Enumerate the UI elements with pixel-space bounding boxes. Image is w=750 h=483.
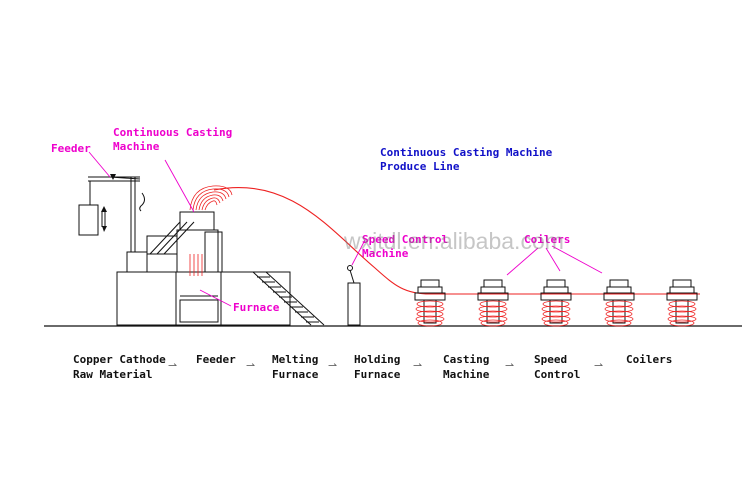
process-step-line1: Coilers xyxy=(626,353,673,366)
process-step: Feeder xyxy=(196,352,236,367)
flow-arrow-icon: ⇀ xyxy=(246,359,256,372)
melting-furnace xyxy=(116,211,291,326)
process-step-line2: Furnace xyxy=(354,368,401,381)
feeder-label: Feeder xyxy=(51,142,91,155)
watermark: wxjtdl.en.alibaba.com xyxy=(344,228,564,254)
stairs xyxy=(252,271,325,326)
feeder-crane xyxy=(78,176,148,273)
flow-arrow-icon: ⇀ xyxy=(328,359,338,372)
process-step: Speed Control xyxy=(534,352,580,382)
casting-machine-label-line1: Continuous Casting xyxy=(113,126,233,139)
process-step-line1: Speed xyxy=(534,353,568,366)
flow-arrow-icon: ⇀ xyxy=(413,359,423,372)
process-step-line1: Holding xyxy=(354,353,401,366)
coiler-4 xyxy=(603,279,635,327)
line-title-1: Continuous Casting Machine xyxy=(380,146,553,159)
coilers-label: Coilers xyxy=(524,233,571,246)
process-step: Holding Furnace xyxy=(354,352,400,382)
process-step-line2: Control xyxy=(534,368,581,381)
flow-arrow-icon: ⇀ xyxy=(505,359,515,372)
process-step-line2: Furnace xyxy=(272,368,319,381)
furnace-label: Furnace xyxy=(233,301,280,314)
process-step: Melting Furnace xyxy=(272,352,318,382)
coiler-5 xyxy=(666,279,698,327)
flow-arrow-icon: ⇀ xyxy=(168,359,178,372)
speed-control-label-line2: Machine xyxy=(362,247,409,260)
process-step-line2: Raw Material xyxy=(73,368,153,381)
coiler-2 xyxy=(477,279,509,327)
speed-control-machine xyxy=(347,265,361,326)
process-step-line1: Copper Cathode xyxy=(73,353,166,366)
annotation-leaders xyxy=(88,151,603,307)
process-step-line1: Casting xyxy=(443,353,490,366)
speed-control-label-line1: Speed Control xyxy=(362,233,449,246)
main-wire xyxy=(213,186,700,295)
process-step-line1: Feeder xyxy=(196,353,236,366)
coiler-3 xyxy=(540,279,572,327)
feeder-hopper xyxy=(78,204,99,236)
process-step-line2: Machine xyxy=(443,368,490,381)
process-step: Copper Cathode Raw Material xyxy=(73,352,166,382)
casting-machine-label-line2: Machine xyxy=(113,140,160,153)
coiler-1 xyxy=(414,279,446,327)
line-title-2: Produce Line xyxy=(380,160,460,173)
flow-arrow-icon: ⇀ xyxy=(594,359,604,372)
process-step: Casting Machine xyxy=(443,352,489,382)
process-step: Coilers xyxy=(626,352,672,367)
process-step-line1: Melting xyxy=(272,353,319,366)
casting-wires xyxy=(189,185,233,276)
